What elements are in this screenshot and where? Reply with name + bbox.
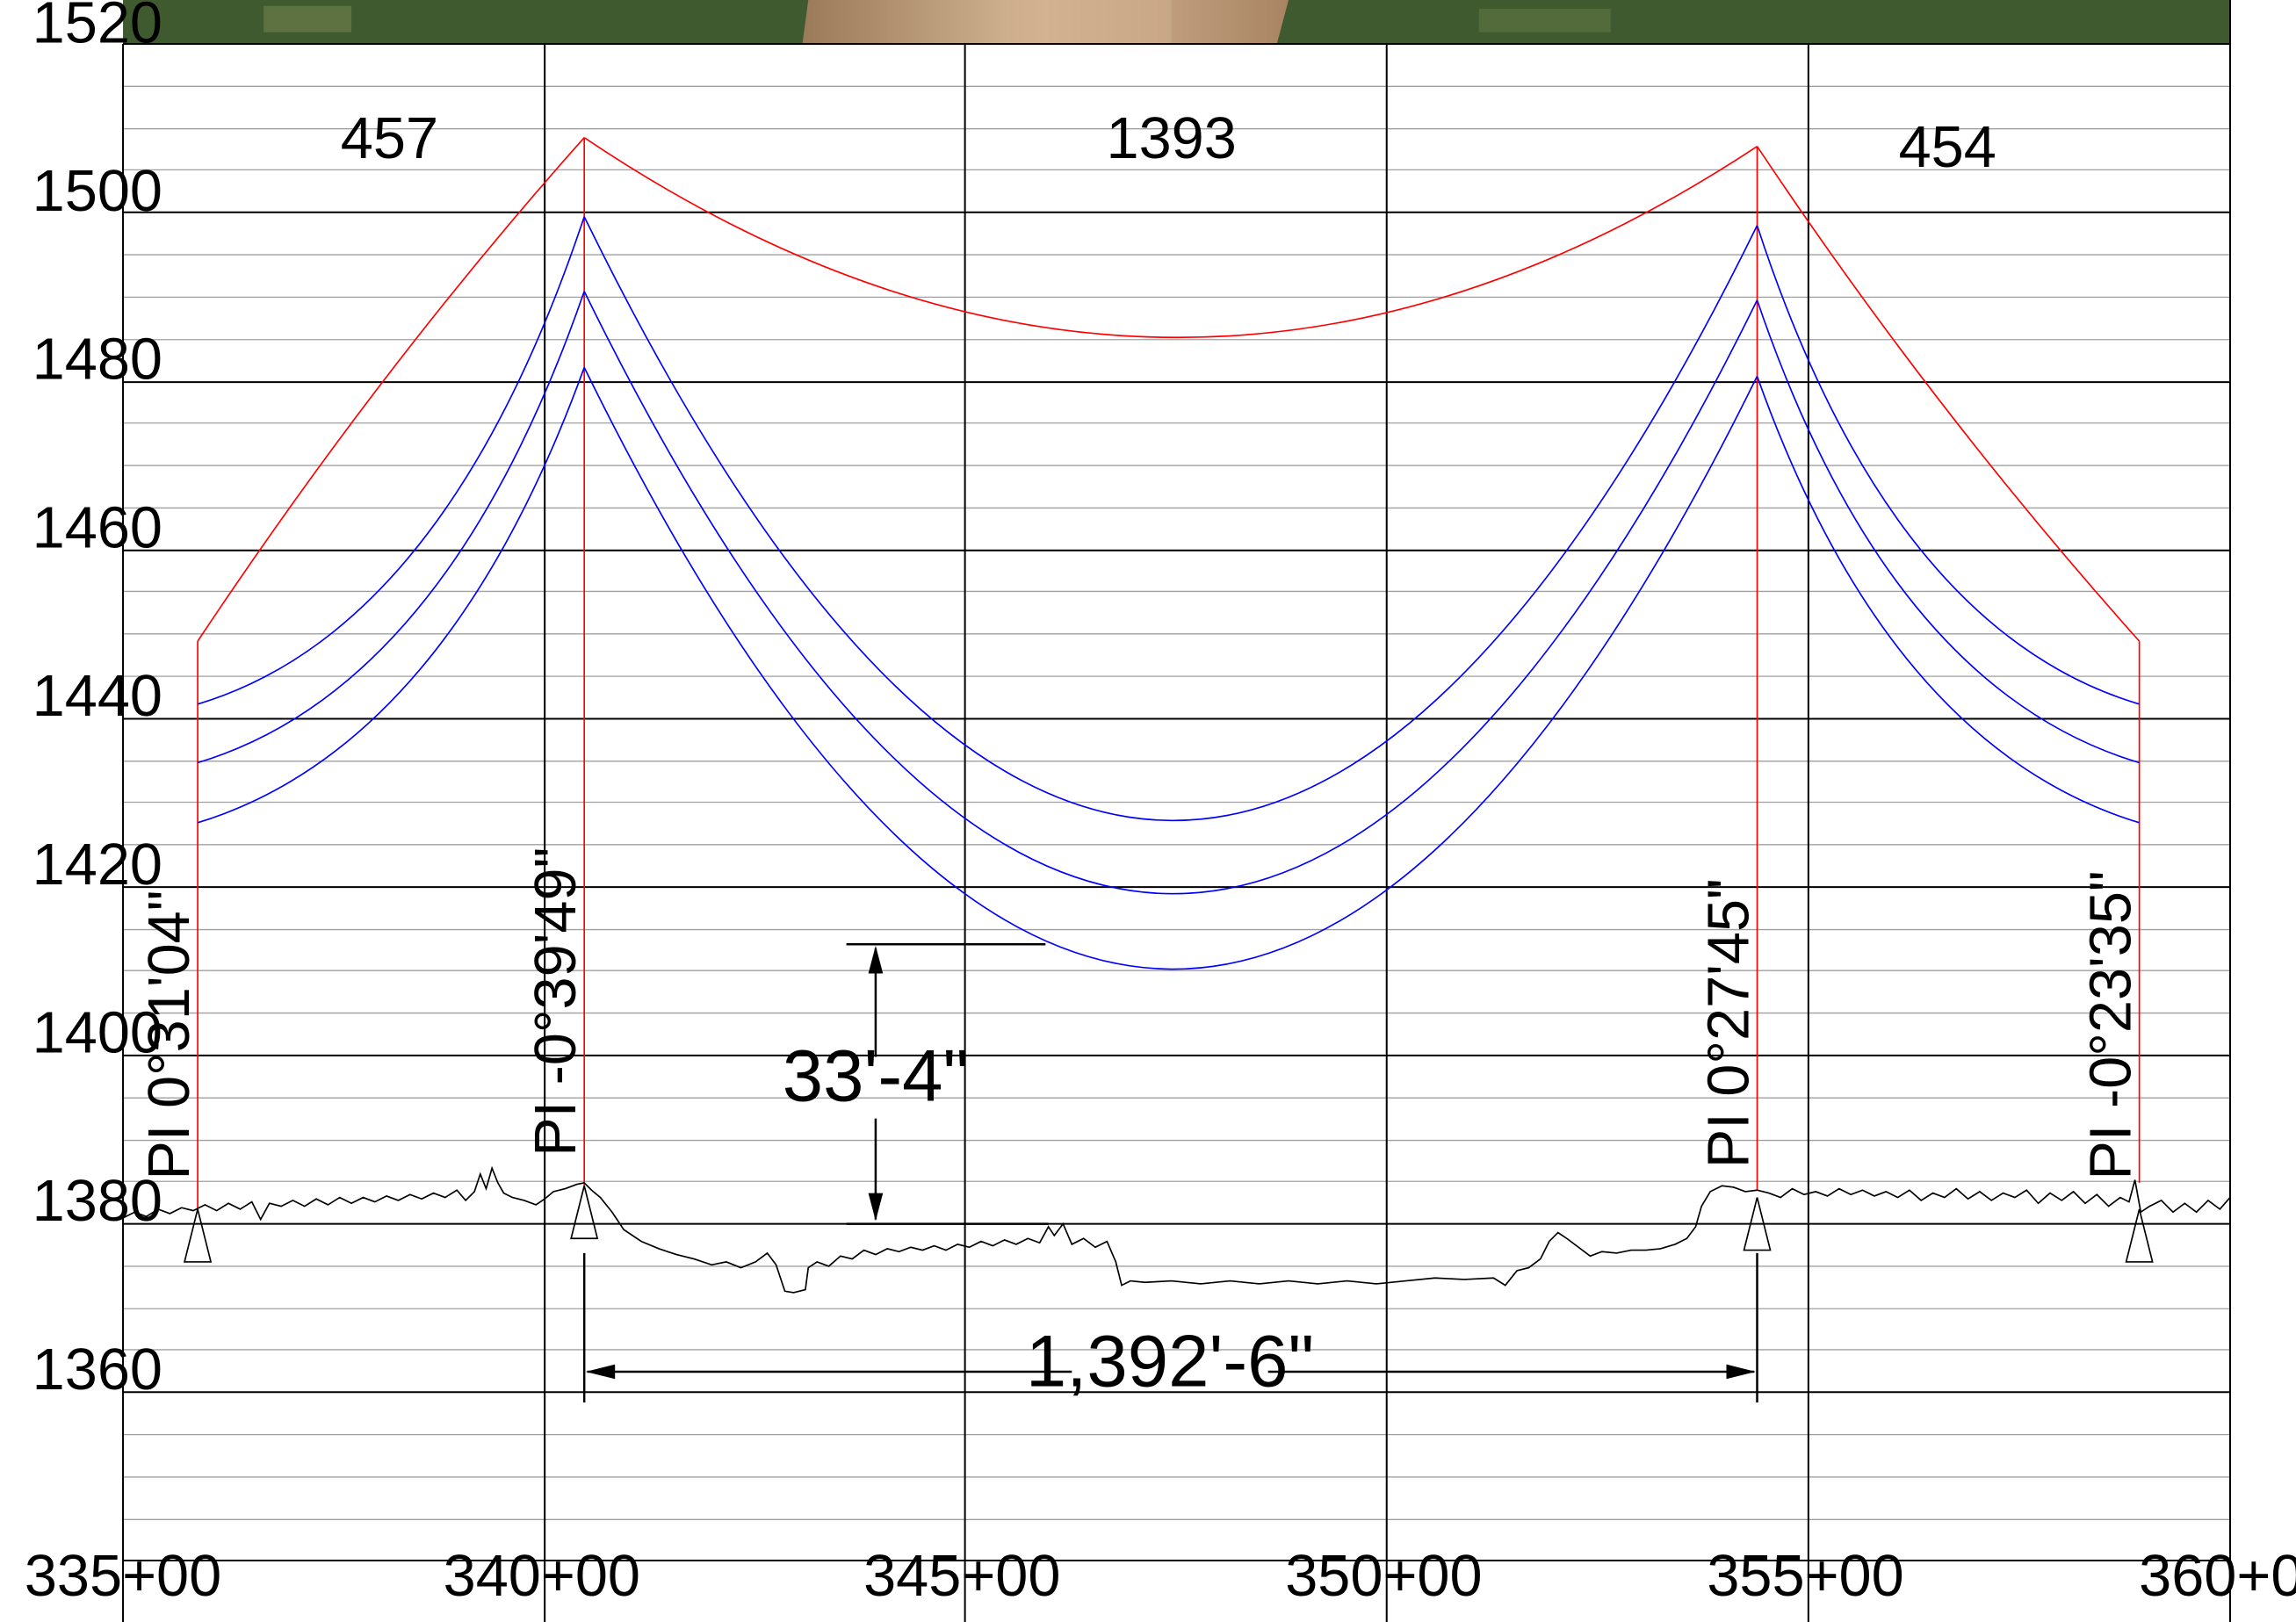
station-label: 335+00 — [25, 1544, 221, 1609]
elevation-label: 1520 — [32, 0, 162, 55]
elevation-label: 1460 — [32, 495, 162, 560]
top-conductor-right-span — [1756, 146, 2141, 642]
aerial-image-strip — [123, 0, 2230, 45]
conductor-2-left-span — [197, 291, 585, 764]
pi-label: PI 0°27'45" — [1697, 878, 1762, 1168]
conductor-1-main-span — [583, 216, 1758, 822]
structure-marker-icon — [183, 1208, 213, 1263]
arrow-up-icon — [868, 945, 884, 974]
elevation-label: 1400 — [32, 1001, 162, 1066]
span-length-labels: 457 1393 454 — [341, 106, 1996, 180]
elevation-axis-labels: 1520 1500 1480 1460 1440 1420 1400 1380 … — [32, 0, 162, 1402]
arrow-down-icon — [868, 1193, 884, 1222]
station-label: 355+00 — [1707, 1544, 1903, 1609]
span-length-right: 454 — [1899, 115, 1996, 180]
clearance-dimension: 33'-4" — [783, 942, 1049, 1225]
top-conductor — [197, 137, 2141, 642]
elevation-label: 1420 — [32, 833, 162, 898]
aerial-clearing-right — [1478, 9, 1611, 32]
structure-marker-icon — [570, 1186, 599, 1240]
arrow-left-icon — [585, 1364, 616, 1380]
top-conductor-left-span — [197, 137, 585, 642]
station-label: 345+00 — [863, 1544, 1060, 1609]
elevation-label: 1500 — [32, 159, 162, 224]
pi-angle-labels: PI 0°31'04" PI -0°39'49" PI 0°27'45" PI … — [137, 847, 2144, 1180]
conductor-2-main-span — [583, 291, 1758, 895]
span-length-left: 457 — [341, 106, 438, 171]
elevation-label: 1380 — [32, 1169, 162, 1234]
station-label: 340+00 — [444, 1544, 640, 1609]
conductor-1-right-span — [1756, 225, 2140, 705]
ground-profile — [122, 1165, 2231, 1294]
structure-base-markers — [183, 1186, 2154, 1263]
conductor-3-right-span — [1756, 376, 2140, 824]
elevation-label: 1440 — [32, 664, 162, 729]
lower-conductors — [197, 216, 2140, 970]
pi-label: PI -0°39'49" — [523, 847, 588, 1157]
structure-centerlines — [197, 137, 2141, 1213]
station-label: 360+00 — [2139, 1544, 2296, 1609]
conductor-1-left-span — [197, 216, 585, 705]
station-grid — [122, 0, 2231, 1622]
conductor-3-left-span — [197, 367, 585, 824]
elevation-label: 1480 — [32, 328, 162, 393]
structure-marker-icon — [1743, 1197, 1772, 1251]
conductor-3-main-span — [583, 367, 1758, 970]
elevation-grid — [123, 43, 2230, 1561]
span-dimension: 1,392'-6" — [582, 1252, 1758, 1402]
span-dimension-label: 1,392'-6" — [1026, 1321, 1314, 1402]
arrow-right-icon — [1726, 1364, 1756, 1380]
pi-label: PI -0°23'35" — [2079, 870, 2144, 1179]
top-conductor-main-span — [583, 137, 1758, 339]
aerial-river-channel — [1010, 0, 1172, 45]
pi-label: PI 0°31'04" — [137, 890, 202, 1180]
structure-marker-icon — [2125, 1208, 2154, 1263]
span-length-main: 1393 — [1107, 106, 1237, 171]
clearance-dimension-label: 33'-4" — [783, 1035, 969, 1117]
aerial-clearing-left — [264, 5, 352, 32]
conductor-2-right-span — [1756, 299, 2140, 764]
station-label: 350+00 — [1285, 1544, 1482, 1609]
station-axis-labels: 335+00 340+00 345+00 350+00 355+00 360+0… — [25, 1544, 2296, 1609]
elevation-label: 1360 — [32, 1337, 162, 1402]
